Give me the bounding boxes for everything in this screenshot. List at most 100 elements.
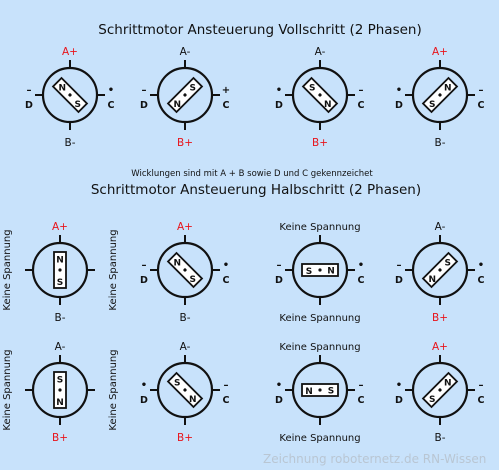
rotor-pole-label-top: S	[190, 84, 196, 94]
rotor-pole-label-bottom: N	[428, 275, 436, 285]
label-top: A-	[315, 46, 326, 58]
winding-note: Wicklungen sind mit A + B sowie D und C …	[131, 169, 373, 179]
motor-full-1: NSA+B-D–C•	[25, 46, 114, 149]
rotor-pole-label-top: S	[309, 84, 315, 94]
rotor-center-dot	[438, 93, 442, 97]
rotor-center-dot	[183, 93, 187, 97]
label-right: C	[478, 275, 485, 286]
label-right: C	[358, 100, 365, 111]
label-bottom: B+	[52, 432, 68, 444]
rotor-center-dot	[183, 388, 187, 392]
rotor-center-dot	[58, 268, 62, 272]
label-top: A-	[435, 221, 446, 233]
rotor-magnet: SN	[301, 383, 339, 397]
polarity-right: •	[223, 260, 229, 271]
label-left: D	[140, 395, 148, 406]
label-bottom: B+	[432, 312, 448, 324]
polarity-right: –	[479, 380, 484, 391]
label-top: Keine Spannung	[279, 342, 360, 353]
rotor-magnet: NS	[301, 263, 339, 277]
polarity-left: •	[396, 380, 402, 391]
label-right: C	[478, 395, 485, 406]
rotor-pole-label-top: N	[327, 267, 335, 277]
label-bottom: B+	[312, 137, 328, 149]
label-top: A-	[55, 341, 66, 353]
polarity-right: •	[358, 260, 364, 271]
polarity-left: •	[276, 85, 282, 96]
label-bottom: B-	[435, 432, 446, 444]
rotor-magnet: SN	[301, 76, 339, 114]
rotor-pole-label-top: S	[445, 259, 451, 269]
polarity-right: •	[108, 85, 114, 96]
polarity-right: –	[479, 85, 484, 96]
motor-full-2: SNA-B+D–C+	[140, 46, 230, 149]
rotor-pole-label-bottom: S	[429, 395, 435, 405]
motor-half-2: NSA+B-D–C•	[140, 221, 229, 324]
rotor-center-dot	[318, 93, 322, 97]
polarity-left: –	[397, 260, 402, 271]
label-left: D	[275, 100, 283, 111]
rotor-pole-label-bottom: N	[189, 395, 197, 405]
polarity-left: –	[142, 85, 147, 96]
polarity-left: –	[277, 260, 282, 271]
label-top: Keine Spannung	[279, 222, 360, 233]
polarity-right: +	[222, 85, 230, 96]
label-left: D	[395, 100, 403, 111]
rotor-pole-label-top: N	[56, 256, 64, 266]
rotor-center-dot	[318, 268, 322, 272]
label-right: C	[223, 275, 230, 286]
rotor-center-dot	[68, 93, 72, 97]
rotor-pole-label-bottom: N	[56, 398, 64, 408]
polarity-right: –	[359, 85, 364, 96]
label-right: C	[478, 100, 485, 111]
rotor-pole-label-top: S	[174, 379, 180, 389]
label-right: C	[358, 275, 365, 286]
rotor-pole-label-top: N	[444, 84, 452, 94]
polarity-right: •	[478, 260, 484, 271]
label-right: C	[108, 100, 115, 111]
polarity-right: –	[359, 380, 364, 391]
label-top: A-	[180, 46, 191, 58]
rotor-center-dot	[318, 388, 322, 392]
label-bottom: Keine Spannung	[279, 313, 360, 324]
label-bottom: B-	[180, 312, 191, 324]
polarity-left: •	[396, 85, 402, 96]
rotor-pole-label-top: N	[58, 84, 66, 94]
rotor-pole-label-bottom: S	[75, 100, 81, 110]
polarity-left: –	[27, 85, 32, 96]
title-half-step: Schrittmotor Ansteuerung Halbschritt (2 …	[90, 182, 422, 198]
label-left: D	[275, 395, 283, 406]
rotor-pole-label-bottom: N	[324, 100, 332, 110]
label-left: D	[395, 395, 403, 406]
label-left: D	[25, 100, 33, 111]
rotor-pole-label-bottom: S	[429, 100, 435, 110]
label-top: A+	[432, 341, 448, 353]
rotor-pole-label-bottom: N	[305, 387, 313, 397]
motor-half-8: NS A+ B- D • C –	[395, 341, 484, 444]
label-right: C	[223, 395, 230, 406]
title-full-step: Schrittmotor Ansteuerung Vollschritt (2 …	[98, 22, 422, 38]
label-bottom: B-	[55, 312, 66, 324]
polarity-right: –	[224, 380, 229, 391]
rotor-center-dot	[438, 388, 442, 392]
rotor-magnet: NS	[51, 76, 89, 114]
rotor-center-dot	[183, 268, 187, 272]
polarity-left: •	[276, 380, 282, 391]
label-left: D	[395, 275, 403, 286]
rotor-pole-label-bottom: N	[173, 100, 181, 110]
label-right-vertical: Keine Spannung	[108, 229, 119, 310]
label-top: A-	[180, 341, 191, 353]
motor-full-3: SN A- B+ D • C –	[275, 46, 364, 149]
label-top: A+	[52, 221, 68, 233]
motor-half-6: SNA-B+D•C–	[140, 341, 229, 444]
motor-full-4: NSA+B-D•C–	[395, 46, 484, 149]
rotor-pole-label-top: N	[444, 379, 452, 389]
rotor-magnet: NS	[421, 76, 459, 114]
label-top: A+	[177, 221, 193, 233]
